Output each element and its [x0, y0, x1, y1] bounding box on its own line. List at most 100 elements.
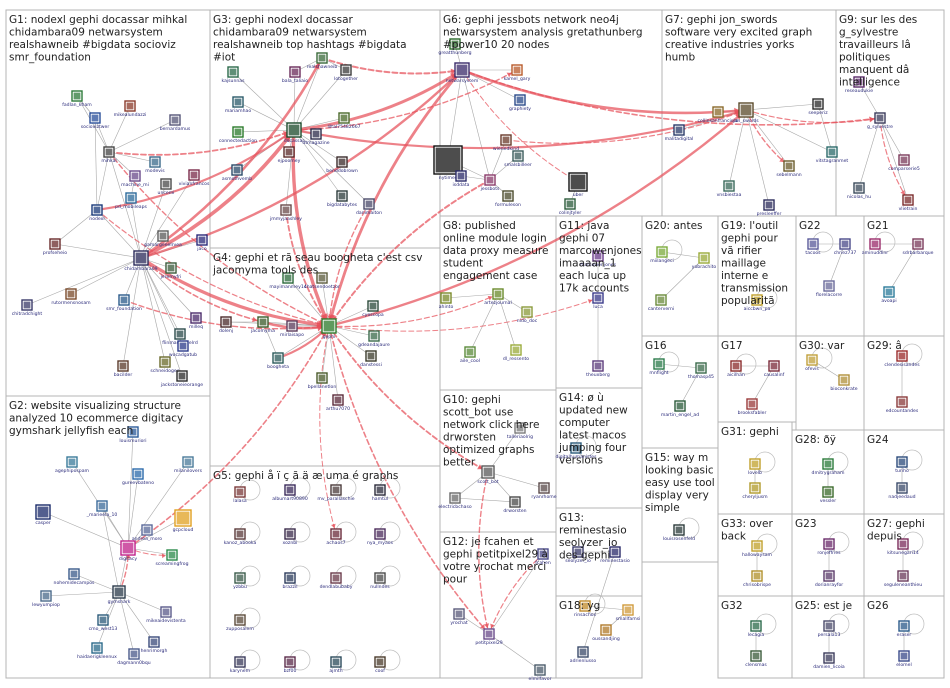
vertex-digitalhumanistes[interactable]: digitalhumanistes	[556, 442, 598, 460]
vertex-boogheta[interactable]: boogheta	[267, 352, 289, 370]
vertex-sdrbarbarque[interactable]: sdrbarbarque	[902, 238, 934, 256]
vertex-dagmannqu[interactable]: dagmann0bqu	[117, 648, 151, 666]
vertex-vessler[interactable]: vessler	[820, 486, 836, 504]
vertex-louismuriori[interactable]: louismuriori	[119, 426, 147, 444]
vertex-bpellanetlon[interactable]: bpellanetlon	[308, 372, 337, 390]
vertex-ofevis[interactable]: ofevis	[805, 354, 819, 372]
vertex-colinjtyler[interactable]: colinjtyler	[559, 198, 582, 216]
vertex-profsehero[interactable]: profseheio	[43, 238, 67, 256]
vertex-tacoos[interactable]: tacoos	[805, 238, 821, 256]
vertex-vnsbiestaa[interactable]: vnsbiestaa	[717, 180, 742, 198]
vertex-jon_swords[interactable]: jon_swords	[732, 102, 759, 124]
vertex-dendlabubaby[interactable]: dendlabubaby	[320, 572, 353, 590]
vertex-electricbchaso[interactable]: electricbchaso	[438, 492, 472, 510]
vertex-_marieela_10[interactable]: _marieela_10	[86, 500, 118, 518]
vertex-dmitrygraham[interactable]: dmitrygraham	[812, 458, 845, 476]
vertex-comparseries[interactable]: comparserie5	[888, 154, 920, 172]
vertex-fcahen[interactable]: fcahen	[535, 548, 551, 566]
vertex-seguleneanthieu[interactable]: seguleneanthieu	[884, 570, 922, 588]
vertex-isddata[interactable]: isddata	[453, 170, 470, 188]
vertex-docassar[interactable]: docassar	[284, 122, 305, 144]
vertex-collinsanfrancisco[interactable]: collinsanfrancisco	[698, 106, 739, 124]
vertex-zupposalem[interactable]: zupposalem	[226, 614, 254, 632]
vertex-formuleson[interactable]: formuleson	[495, 190, 521, 208]
vertex-vitstagranmet[interactable]: vitstagranmet	[816, 146, 849, 164]
vertex-seeperiz[interactable]: seeperiz	[808, 98, 828, 116]
vertex-elomel[interactable]: elomel	[896, 650, 912, 668]
vertex-avoapi[interactable]: avoapi	[881, 286, 897, 304]
vertex-jessbots[interactable]: jessbots	[480, 174, 500, 192]
vertex-adrienlusso[interactable]: adrienlusso	[570, 646, 597, 664]
vertex-sebelmann[interactable]: sebelmann	[776, 160, 802, 178]
vertex-vivianfrancos[interactable]: vivianfrancos	[179, 169, 210, 187]
vertex-kanoz[interactable]: kanoz_abooka	[224, 528, 257, 546]
vertex-cyoscopa[interactable]: cyoscopa	[362, 300, 384, 318]
vertex-scott_bot[interactable]: scott_bot	[477, 465, 499, 485]
vertex-artezjournal[interactable]: artezjournal	[484, 288, 512, 306]
vertex-petitpixel29[interactable]: petitpixel29	[475, 628, 503, 646]
vertex-agephipospam[interactable]: agephipospam	[55, 456, 90, 474]
vertex-screamingfrog[interactable]: screamingfrog	[155, 549, 189, 567]
vertex-albumart[interactable]: albumart90890	[272, 484, 308, 502]
vertex-brazzil[interactable]: brazzil	[283, 572, 298, 590]
vertex-fadlan[interactable]: fadlan_kham	[62, 90, 92, 108]
vertex-casper[interactable]: casper	[35, 504, 51, 526]
vertex-bacilder[interactable]: bacilder	[114, 360, 133, 378]
vertex-graphiety[interactable]: graphiety	[509, 94, 531, 112]
vertex-lecagia[interactable]: lecagia	[748, 620, 765, 638]
vertex-wienedkind[interactable]: wienedkind	[493, 134, 519, 152]
vertex-milleq[interactable]: milleq	[189, 312, 203, 330]
vertex-connectedaction[interactable]: connectedaction	[219, 126, 257, 144]
vertex-gdeandajaure[interactable]: gdeandajaure	[358, 330, 390, 348]
vertex-dl_ressento[interactable]: dl_ressento	[503, 344, 529, 362]
vertex-nicolas_hu[interactable]: nicolas_hu	[847, 182, 871, 200]
vertex-bioconkrate[interactable]: bioconkrate	[830, 374, 858, 392]
vertex-aiccbwn_pa[interactable]: aiccbwn_pa	[744, 294, 771, 312]
vertex-netwarsystem[interactable]: netwarsystem	[446, 62, 479, 84]
vertex-aminuddinr[interactable]: aminuddinr	[862, 238, 888, 256]
vertex-yzbbu[interactable]: yzbbu	[233, 572, 247, 590]
vertex-chrisobrispe[interactable]: chrisobrispe	[743, 570, 771, 588]
vertex-miilangeci[interactable]: miilangeci	[650, 246, 674, 264]
vertex-mv_parallaschie[interactable]: mv_parallaschie	[317, 484, 355, 502]
vertex-ajmth[interactable]: ajmth	[329, 656, 343, 674]
vertex-ahinto[interactable]: ahinto	[439, 292, 454, 310]
vertex-mnflight[interactable]: mnflight	[649, 358, 669, 376]
vertex-haidaer[interactable]: haidaerigkleenux	[77, 642, 117, 660]
vertex-mihkal[interactable]: mihkal	[101, 146, 117, 164]
vertex-seolyzer_io[interactable]: seolyzer_io	[565, 546, 591, 564]
vertex-dorianrayfor[interactable]: dorianrayfor	[815, 570, 843, 588]
vertex-nytimes[interactable]: nytimes	[433, 145, 463, 181]
vertex-ronjeffries[interactable]: ronjeffries	[817, 538, 841, 556]
vertex-jacomyma[interactable]: jacomyma	[250, 316, 275, 334]
vertex-gephi[interactable]: gephi	[321, 318, 337, 340]
vertex-andrea_moro[interactable]: andrea_moro	[132, 524, 162, 542]
vertex-digitacy[interactable]: digitacy	[119, 540, 138, 562]
vertex-turiho[interactable]: turiho	[895, 456, 909, 474]
vertex-bala_taliaio[interactable]: bala_taliaio	[282, 66, 308, 84]
vertex-lotogether[interactable]: lotogether	[334, 64, 358, 82]
vertex-dtmagazine[interactable]: dtmagazine	[302, 128, 330, 146]
vertex-bernardamus[interactable]: bernardamus	[160, 114, 191, 132]
vertex-oussanding[interactable]: oussandjing	[592, 624, 620, 642]
vertex-socioviz[interactable]: socioviztwer	[81, 112, 110, 130]
vertex-smr_foundation[interactable]: smr_foundation	[106, 294, 142, 312]
vertex-pd_mobileaps[interactable]: pd_mobileaps	[115, 192, 148, 210]
vertex-bzf00[interactable]: bzf00	[284, 656, 297, 674]
vertex-thomasp45[interactable]: thomasp45	[688, 362, 714, 380]
vertex-jaco[interactable]: jaco	[196, 234, 208, 252]
vertex-jackstoneieorange[interactable]: jackstoneieorange	[160, 370, 203, 388]
vertex-nadjeedaud[interactable]: nadjeedaud	[888, 482, 916, 500]
vertex-jeremyfri[interactable]: jeremyfri	[160, 262, 182, 280]
vertex-bigdatabytes[interactable]: bigdatabytes	[327, 190, 358, 208]
vertex-karynem[interactable]: karynem	[230, 656, 251, 674]
vertex-cmo_west13[interactable]: cmo_west13	[89, 614, 118, 632]
vertex-presleeffer[interactable]: presleeffer	[757, 199, 782, 217]
vertex-liltal75482667[interactable]: liltal75482667	[327, 112, 361, 130]
vertex-uber[interactable]: uber	[568, 172, 588, 198]
vertex-wocadgatub[interactable]: wocadgatub	[169, 340, 197, 358]
vertex-mariamhao[interactable]: mariamhao	[225, 96, 251, 114]
vertex-smalsbilleer[interactable]: smalsbilleer	[504, 150, 532, 168]
vertex-vlietrain[interactable]: vlietrain	[899, 194, 918, 212]
vertex-causalinf[interactable]: causalinf	[764, 360, 785, 378]
